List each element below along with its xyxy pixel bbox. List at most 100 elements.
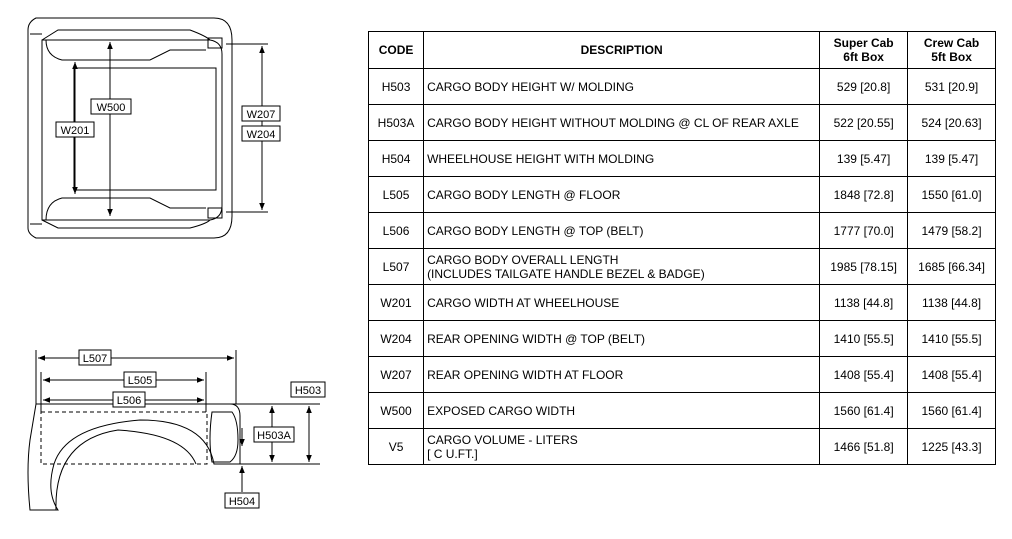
- label-h503: H503: [295, 385, 321, 397]
- tailgate-corner-bottom: [207, 207, 223, 219]
- cell-code: H503: [367, 68, 425, 105]
- header-code: CODE: [367, 31, 425, 69]
- cell-crew-cab: 1560 [61.4]: [907, 392, 996, 429]
- rear-wheelhouse: [41, 219, 211, 229]
- cell-super-cab: 522 [20.55]: [819, 104, 909, 141]
- label-w201: W201: [61, 125, 90, 137]
- header-crew-cab-line: Crew Cab: [923, 36, 980, 50]
- description-line: (INCLUDES TAILGATE HANDLE BEZEL & BADGE): [427, 266, 705, 281]
- cell-code: L507: [367, 248, 425, 285]
- cell-code: L505: [367, 176, 425, 213]
- top-view-labels: W500 W201 W207 W204: [55, 98, 281, 142]
- cell-super-cab: 1138 [44.8]: [819, 284, 909, 321]
- cell-description: CARGO WIDTH AT WHEELHOUSE: [423, 284, 821, 321]
- cell-code: W500: [367, 392, 425, 429]
- cell-crew-cab: 524 [20.63]: [907, 104, 996, 141]
- description-line: CARGO BODY LENGTH @ FLOOR: [427, 187, 621, 202]
- cell-crew-cab: 1479 [58.2]: [907, 212, 996, 249]
- header-crew-cab: Crew Cab 5ft Box: [907, 31, 996, 69]
- wheelhouse-bottom: [45, 197, 206, 221]
- side-view: [27, 350, 320, 511]
- cell-code: W204: [367, 320, 425, 357]
- description-line: CARGO BODY HEIGHT WITHOUT MOLDING @ CL O…: [427, 115, 799, 130]
- cell-super-cab: 1410 [55.5]: [819, 320, 909, 357]
- cell-code: H504: [367, 140, 425, 177]
- header-super-cab-line: Super Cab: [833, 36, 894, 50]
- label-w207: W207: [247, 109, 276, 121]
- cell-description: CARGO BODY LENGTH @ TOP (BELT): [423, 212, 821, 249]
- cell-description: CARGO BODY HEIGHT W/ MOLDING: [423, 68, 821, 105]
- cell-code: W207: [367, 356, 425, 393]
- cargo-dimensions-table: CODE DESCRIPTION Super Cab 6ft Box Crew …: [367, 31, 996, 465]
- cell-crew-cab: 1138 [44.8]: [907, 284, 996, 321]
- top-view: [27, 17, 268, 239]
- cell-super-cab: 1777 [70.0]: [819, 212, 909, 249]
- description-line: EXPOSED CARGO WIDTH: [427, 403, 576, 418]
- cell-crew-cab: 1685 [66.34]: [907, 248, 996, 285]
- tailgate: [209, 411, 239, 463]
- label-l506: L506: [117, 395, 141, 407]
- header-super-cab: Super Cab 6ft Box: [819, 31, 909, 69]
- cell-crew-cab: 1550 [61.0]: [907, 176, 996, 213]
- description-line: CARGO BODY OVERALL LENGTH: [427, 252, 619, 267]
- header-description: DESCRIPTION: [423, 31, 821, 69]
- description-line: CARGO BODY LENGTH @ TOP (BELT): [427, 223, 644, 238]
- front-wheelhouse: [41, 29, 211, 41]
- cell-code: L506: [367, 212, 425, 249]
- description-line: [ C U.FT.]: [427, 446, 478, 461]
- cell-description: EXPOSED CARGO WIDTH: [423, 392, 821, 429]
- cell-super-cab: 1985 [78.15]: [819, 248, 909, 285]
- bed-outer-outline: [27, 17, 233, 239]
- cell-crew-cab: 1225 [43.3]: [907, 428, 996, 465]
- cell-description: REAR OPENING WIDTH AT FLOOR: [423, 356, 821, 393]
- label-w204: W204: [247, 129, 276, 141]
- cell-code: W201: [367, 284, 425, 321]
- cell-description: CARGO BODY LENGTH @ FLOOR: [423, 176, 821, 213]
- table-header-row: CODE DESCRIPTION Super Cab 6ft Box Crew …: [367, 31, 996, 69]
- cell-super-cab: 139 [5.47]: [819, 140, 909, 177]
- label-h504: H504: [229, 496, 255, 508]
- description-line: WHEELHOUSE HEIGHT WITH MOLDING: [427, 151, 655, 166]
- description-line: REAR OPENING WIDTH AT FLOOR: [427, 367, 624, 382]
- cell-description: CARGO BODY HEIGHT WITHOUT MOLDING @ CL O…: [423, 104, 821, 141]
- bed-floor-panel: [73, 67, 217, 191]
- label-l507: L507: [83, 353, 107, 365]
- description-line: CARGO VOLUME - LITERS: [427, 432, 578, 447]
- cell-super-cab: 529 [20.8]: [819, 68, 909, 105]
- cell-code: V5: [367, 428, 425, 465]
- inner-bed-dashed: [40, 411, 208, 465]
- description-line: CARGO WIDTH AT WHEELHOUSE: [427, 295, 620, 310]
- cargo-dimension-diagram: W500 W201 W207 W204 L507 L505 L506: [27, 17, 326, 511]
- description-line: REAR OPENING WIDTH @ TOP (BELT): [427, 331, 646, 346]
- cell-description: CARGO VOLUME - LITERS[ C U.FT.]: [423, 428, 821, 465]
- cell-super-cab: 1408 [55.4]: [819, 356, 909, 393]
- cell-super-cab: 1466 [51.8]: [819, 428, 909, 465]
- cell-crew-cab: 1410 [55.5]: [907, 320, 996, 357]
- cell-description: CARGO BODY OVERALL LENGTH(INCLUDES TAILG…: [423, 248, 821, 285]
- tailgate-corner-top: [207, 37, 223, 49]
- cell-super-cab: 1848 [72.8]: [819, 176, 909, 213]
- description-line: CARGO BODY HEIGHT W/ MOLDING: [427, 79, 634, 94]
- label-h503a: H503A: [257, 430, 291, 442]
- header-super-cab-line: 6ft Box: [843, 50, 884, 64]
- side-view-labels: L507 L505 L506 H503 H503A H504: [78, 349, 326, 509]
- cell-code: H503A: [367, 104, 425, 141]
- side-view-dimensions: [38, 355, 312, 492]
- cell-description: WHEELHOUSE HEIGHT WITH MOLDING: [423, 140, 821, 177]
- cell-super-cab: 1560 [61.4]: [819, 392, 909, 429]
- header-crew-cab-line: 5ft Box: [931, 50, 972, 64]
- wheel-arch: [55, 429, 197, 511]
- side-body-outline: [27, 403, 241, 511]
